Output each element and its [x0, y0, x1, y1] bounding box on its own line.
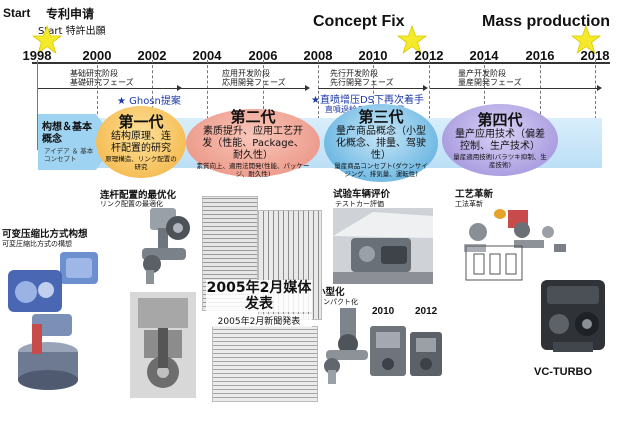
phase-app-jp: 応用開発フェーズ [222, 78, 286, 87]
vcturbo-engine-photo [541, 280, 605, 352]
phase-app-arrow [180, 85, 310, 91]
engine-cross-section-illustration [130, 292, 196, 398]
tick-line [152, 60, 153, 150]
tick-line [318, 60, 319, 150]
generation-4-small: 量産適用技術(バラツキ抑制、生産技術) [453, 152, 547, 169]
test-jp-label: テストカー評価 [335, 200, 384, 208]
process-innovation-illustration [464, 209, 566, 252]
phase-basic-cn: 基础研究阶段 [70, 69, 118, 78]
concept-arrow-jp: アイデア ＆ 基本コンセプト [44, 147, 94, 163]
generation-1: 第一代 结构原理、连杆配置的研究 原理構造、リンク配置の研究 [96, 106, 186, 178]
year-label: 2018 [580, 48, 610, 63]
link-mechanism-illustration [142, 208, 190, 284]
tick-line [263, 60, 264, 150]
generation-1-title: 第一代 [118, 112, 164, 131]
generation-4-body: 量产应用技术（偏差控制、生产技术） [455, 128, 545, 152]
phase-mass-arrow [430, 85, 602, 91]
compact-label: 小型化 [316, 287, 345, 298]
vcr-concept-jp-label: 可変圧縮比方式の構想 [2, 240, 72, 248]
generation-3-title: 第三代 [358, 107, 404, 126]
phase-pre-arrow [318, 85, 428, 91]
generation-3: 第三代 量产商品概念（小型化概念、排量、驾驶性） 量産商品コンセプト(ダウンサイ… [324, 104, 438, 182]
phase-mass-jp: 量産開発フェーズ [458, 78, 522, 87]
engine-2010-2012-comparison-photo [370, 326, 442, 376]
phase-basic-jp: 基礎研究フェーズ [70, 78, 134, 87]
test-label: 试验车辆评价 [333, 189, 391, 200]
process-label: 工艺革新 [455, 189, 494, 200]
engine-2012-label: 2012 [415, 306, 438, 317]
tick-line [37, 60, 38, 150]
vcr-concept-label: 可变压缩比方式构想 [2, 229, 88, 240]
year-label: 2008 [303, 48, 333, 63]
process-engine-sketch [465, 245, 523, 281]
vcturbo-label: VC-TURBO [534, 366, 593, 378]
phase-pre-cn: 先行开发阶段 [330, 69, 378, 78]
year-label: 2012 [414, 48, 444, 63]
year-label: 2002 [137, 48, 167, 63]
generation-2-body: 素质提升、应用工艺开发（性能、Package、耐久性） [202, 125, 304, 161]
generation-1-body: 结构原理、连杆配置的研究 [111, 130, 171, 154]
year-label: 2014 [469, 48, 499, 63]
tick-line [97, 60, 98, 150]
timeline-axis [32, 62, 610, 64]
concept-fix-label: Concept Fix [313, 13, 405, 30]
generation-3-small: 量産商品コンセプト(ダウンサイジング、排気量、運転性) [334, 161, 428, 178]
start-star-icon [32, 25, 62, 55]
year-label: 2000 [82, 48, 112, 63]
phase-basic-arrow [38, 85, 182, 91]
generation-1-small: 原理構造、リンク配置の研究 [105, 154, 177, 171]
tick-line [429, 60, 430, 150]
start-label: Start [3, 6, 31, 20]
year-label: 2004 [192, 48, 222, 63]
generation-3-body: 量产商品概念（小型化概念、排量、驾驶性） [336, 125, 426, 161]
tick-line [595, 60, 596, 150]
concept-arrow-shape [38, 114, 116, 170]
year-label: 1998 [22, 48, 52, 63]
process-jp-label: 工法革新 [455, 200, 483, 208]
phase-mass-cn: 量产开发阶段 [458, 69, 506, 78]
engine-2010-label: 2010 [372, 306, 395, 317]
link-opt-label: 连杆配置的最优化 [100, 190, 177, 201]
year-label: 2006 [248, 48, 278, 63]
generation-4: 第四代 量产应用技术（偏差控制、生产技术） 量産適用技術(バラツキ抑制、生産技術… [442, 104, 558, 176]
compact-linkage-illustration [324, 308, 368, 384]
generation-2: 第二代 素质提升、应用工艺开发（性能、Package、耐久性） 素質向上、適用法… [186, 107, 320, 178]
test-car-engine-bay-photo [333, 208, 433, 284]
start-jp-label: Start 特許出願 [38, 26, 106, 37]
concept-arrow-cn: 构想＆基本概念 [42, 122, 92, 145]
media-announcement-label: 2005年2月媒体发表 [206, 280, 312, 312]
year-label: 2016 [525, 48, 555, 63]
generation-2-title: 第二代 [230, 107, 276, 126]
concept-fix-star-icon [397, 25, 427, 55]
mass-production-star-icon [571, 25, 601, 55]
compact-jp-label: コンパクト化 [316, 298, 358, 306]
vcr-concept-engine-illustration [8, 252, 98, 390]
phase-pre-jp: 先行開発フェーズ [330, 78, 394, 87]
generation-4-title: 第四代 [477, 110, 523, 129]
start-cn-label: 专利申请 [46, 7, 95, 21]
year-label: 2010 [358, 48, 388, 63]
media-announcement-jp-label: 2005年2月新聞発表 [206, 314, 312, 327]
mass-production-label: Mass production [482, 13, 611, 30]
tick-line [540, 60, 541, 150]
generation-2-small: 素質向上、適用法開発(性能、パッケージ、耐久性) [196, 161, 310, 178]
phase-app-cn: 应用开发阶段 [222, 69, 270, 78]
link-opt-jp-label: リンク配置の最適化 [100, 200, 163, 208]
restart-note-cn: ★直喷增压DS下再次着手 [311, 95, 425, 106]
tick-line [207, 60, 208, 150]
ghosn-note: ★ Ghosn提案 [117, 96, 181, 107]
newspaper-clipping-bottom [212, 326, 318, 402]
